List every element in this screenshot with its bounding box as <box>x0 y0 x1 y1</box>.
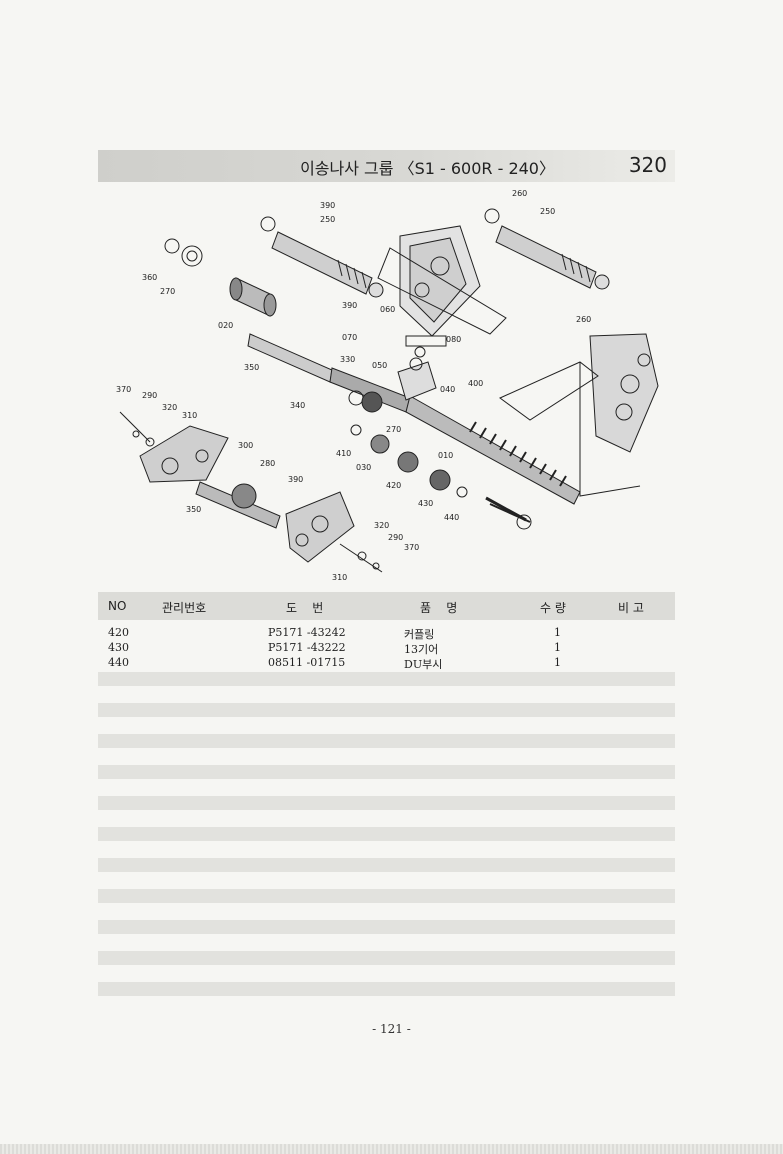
svg-text:010: 010 <box>438 451 453 460</box>
svg-text:270: 270 <box>386 425 401 434</box>
main-shaft <box>247 333 581 505</box>
svg-text:270: 270 <box>160 287 175 296</box>
table-row-stripe <box>98 982 675 996</box>
svg-text:410: 410 <box>336 449 351 458</box>
exploded-parts-diagram: 390 250 260 250 360 270 020 390 060 070 … <box>116 189 659 582</box>
nut-block <box>397 335 447 401</box>
svg-text:310: 310 <box>182 411 197 420</box>
cell-part-name: 커플링 <box>404 628 435 641</box>
table-row-stripe <box>98 765 675 779</box>
table-row-stripe <box>98 734 675 748</box>
svg-text:420: 420 <box>386 481 401 490</box>
table-row: 430 P5171 -43222 13기어 1 <box>98 640 675 656</box>
upper-right-screw <box>484 208 610 290</box>
svg-text:350: 350 <box>244 363 259 372</box>
table-row-stripe <box>98 889 675 903</box>
cell-drawing-number: 08511 -01715 <box>268 656 346 669</box>
svg-text:260: 260 <box>576 315 591 324</box>
cell-drawing-number: P5171 -43242 <box>268 626 346 639</box>
svg-text:260: 260 <box>512 189 527 198</box>
lower-left-assembly <box>119 411 281 529</box>
table-row-stripe <box>98 951 675 965</box>
svg-text:370: 370 <box>404 543 419 552</box>
svg-text:340: 340 <box>290 401 305 410</box>
col-no: NO <box>108 599 127 613</box>
cell-quantity: 1 <box>554 656 561 669</box>
section-title: 이송나사 그룹 〈S1 - 600R - 240〉 <box>300 159 555 178</box>
left-bearings <box>164 238 277 317</box>
table-row-stripe <box>98 796 675 810</box>
svg-text:440: 440 <box>444 513 459 522</box>
table-row-stripe <box>98 920 675 934</box>
svg-text:280: 280 <box>260 459 275 468</box>
lower-bracket <box>285 491 383 573</box>
table-row: 420 P5171 -43242 커플링 1 <box>98 625 675 641</box>
bolt <box>485 496 527 522</box>
section-title-bar: 이송나사 그룹 〈S1 - 600R - 240〉 320 <box>98 150 675 182</box>
col-management-number: 관리번호 <box>162 601 207 615</box>
svg-text:390: 390 <box>342 301 357 310</box>
cell-no: 420 <box>108 626 129 639</box>
parts-table-body: 420 P5171 -43242 커플링 1 430 P5171 -43222 … <box>98 625 675 671</box>
table-row-stripe <box>98 827 675 841</box>
svg-text:300: 300 <box>238 441 253 450</box>
svg-text:030: 030 <box>356 463 371 472</box>
svg-text:290: 290 <box>388 533 403 542</box>
svg-text:080: 080 <box>446 335 461 344</box>
svg-text:250: 250 <box>540 207 555 216</box>
col-remarks: 비 고 <box>618 601 644 615</box>
table-row-stripe <box>98 703 675 717</box>
svg-text:370: 370 <box>116 385 131 394</box>
svg-text:050: 050 <box>372 361 387 370</box>
table-row-stripe <box>98 858 675 872</box>
svg-text:390: 390 <box>320 201 335 210</box>
svg-text:350: 350 <box>186 505 201 514</box>
svg-text:360: 360 <box>142 273 157 282</box>
upper-housing <box>377 225 507 337</box>
upper-left-screw <box>260 216 384 298</box>
table-row: 440 08511 -01715 DU부시 1 <box>98 655 675 671</box>
svg-text:330: 330 <box>340 355 355 364</box>
svg-text:320: 320 <box>374 521 389 530</box>
svg-text:430: 430 <box>418 499 433 508</box>
scan-page-edge <box>0 1144 783 1154</box>
svg-text:320: 320 <box>162 403 177 412</box>
svg-text:390: 390 <box>288 475 303 484</box>
cell-quantity: 1 <box>554 626 561 639</box>
cell-no: 430 <box>108 641 129 654</box>
cell-part-name: DU부시 <box>404 658 443 671</box>
svg-text:020: 020 <box>218 321 233 330</box>
diagram-part-labels: 390 250 260 250 360 270 020 390 060 070 … <box>116 189 591 582</box>
svg-text:060: 060 <box>380 305 395 314</box>
table-row-stripe <box>98 672 675 686</box>
cell-part-name: 13기어 <box>404 643 439 656</box>
svg-text:290: 290 <box>142 391 157 400</box>
group-code: 320 <box>628 153 667 177</box>
page-number: - 121 - <box>372 1022 411 1036</box>
col-quantity: 수 량 <box>540 601 566 615</box>
col-drawing-number: 도 번 <box>286 601 324 615</box>
svg-text:310: 310 <box>332 573 347 582</box>
cell-quantity: 1 <box>554 641 561 654</box>
svg-text:250: 250 <box>320 215 335 224</box>
cell-drawing-number: P5171 -43222 <box>268 641 346 654</box>
right-housing <box>499 333 659 497</box>
svg-text:070: 070 <box>342 333 357 342</box>
cell-no: 440 <box>108 656 129 669</box>
svg-text:400: 400 <box>468 379 483 388</box>
parts-table-header: NO 관리번호 도 번 품 명 수 량 비 고 <box>98 592 675 620</box>
col-part-name: 품 명 <box>420 601 458 615</box>
svg-text:040: 040 <box>440 385 455 394</box>
gears <box>350 424 532 530</box>
